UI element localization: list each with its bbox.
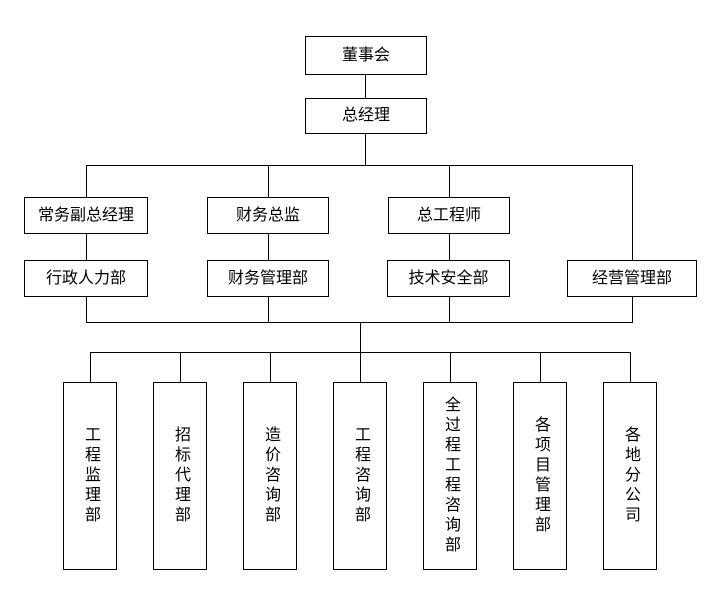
connector-bus1-operations-dept (632, 166, 633, 260)
connector-bus1-deputy-gm (86, 166, 87, 197)
org-node-label: 各地分公司 (622, 426, 639, 526)
connector-finance-dept-bus2 (268, 297, 269, 322)
connector-bus1-financial-director (268, 166, 269, 197)
org-node-supervision-dept: 工程监理部 (63, 382, 117, 570)
connector-bus3-supervision-dept (90, 352, 91, 382)
connector-chief-engineer-tech-safety (449, 234, 450, 260)
org-node-board: 董事会 (305, 36, 427, 75)
connector-board-gm (365, 75, 366, 98)
org-node-cost-consulting-dept: 造价咨询部 (243, 382, 297, 570)
org-node-tech-safety-dept: 技术安全部 (387, 260, 510, 297)
org-node-finance-dept: 财务管理部 (207, 260, 329, 297)
org-node-bidding-agency-dept: 招标代理部 (153, 382, 207, 570)
org-node-label: 全过程工程咨询部 (442, 396, 459, 556)
connector-bus3-whole-process-consulting-dept (450, 352, 451, 382)
connector-bus3-branch-companies (630, 352, 631, 382)
connector-bus3-engineering-consulting-dept (360, 352, 361, 382)
org-node-financial-director: 财务总监 (207, 197, 329, 234)
connector-bus1-chief-engineer (449, 166, 450, 197)
connector-admin-hr-bus2 (86, 297, 87, 322)
connector-operations-dept-bus2 (632, 297, 633, 322)
org-node-label: 招标代理部 (172, 426, 189, 526)
connector-bus3-project-management-depts (540, 352, 541, 382)
connector-bus3-bidding-agency-dept (180, 352, 181, 382)
connector-deputy-gm-admin-hr (86, 234, 87, 260)
org-node-branch-companies: 各地分公司 (603, 382, 657, 570)
connector-tech-safety-bus2 (449, 297, 450, 322)
org-node-label: 各项目管理部 (532, 416, 549, 536)
org-node-admin-hr-dept: 行政人力部 (24, 260, 148, 297)
connector-bus1 (86, 165, 633, 166)
org-node-label: 造价咨询部 (262, 426, 279, 526)
org-node-label: 工程监理部 (82, 426, 99, 526)
org-node-operations-dept: 经营管理部 (567, 260, 697, 297)
org-node-chief-engineer: 总工程师 (388, 197, 510, 234)
org-node-deputy-general-manager: 常务副总经理 (24, 197, 148, 234)
org-node-whole-process-consulting-dept: 全过程工程咨询部 (423, 382, 477, 570)
connector-bus3-cost-consulting-dept (270, 352, 271, 382)
org-node-general-manager: 总经理 (305, 98, 427, 134)
org-node-engineering-consulting-dept: 工程咨询部 (333, 382, 387, 570)
connector-bus2 (86, 322, 633, 323)
connector-gm-bus1 (365, 134, 366, 165)
org-node-label: 工程咨询部 (352, 426, 369, 526)
org-node-project-management-depts: 各项目管理部 (513, 382, 567, 570)
connector-bus2-bus3 (360, 322, 361, 352)
connector-financial-director-finance-dept (268, 234, 269, 260)
